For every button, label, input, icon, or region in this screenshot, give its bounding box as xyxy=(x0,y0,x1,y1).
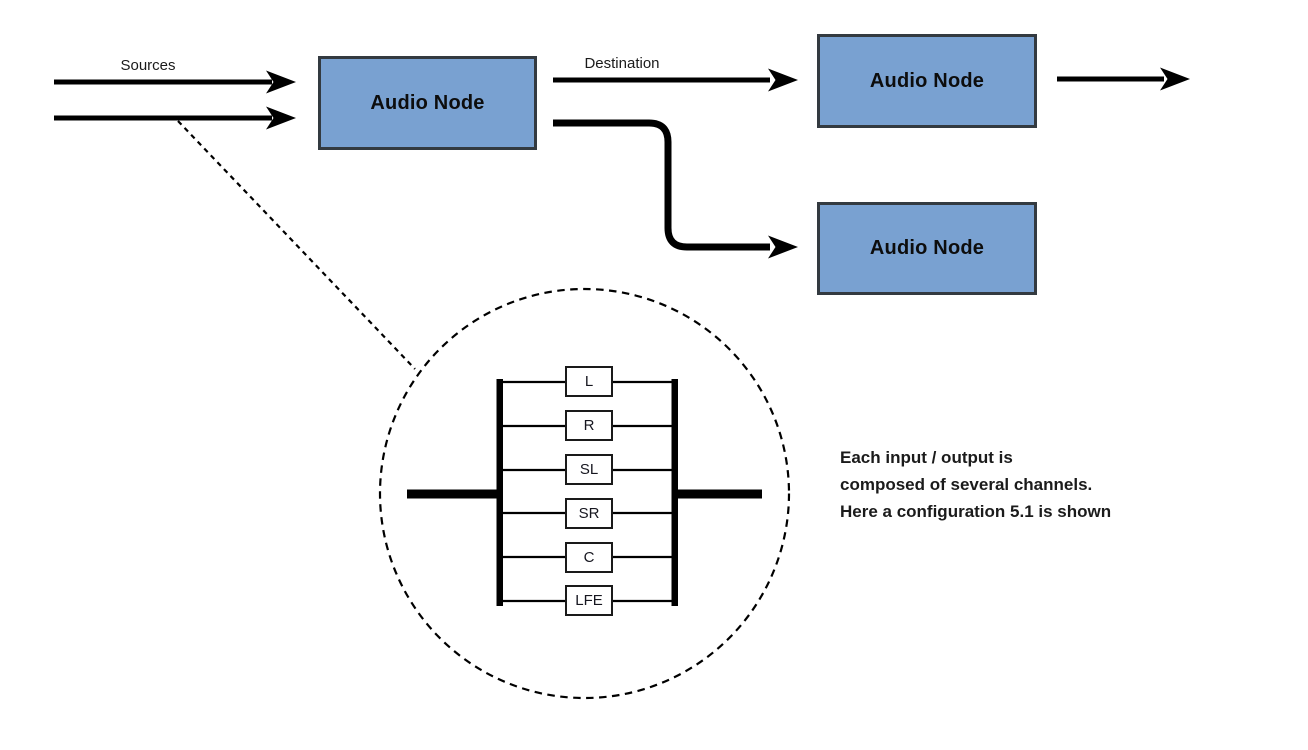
channel-box-l: L xyxy=(565,366,613,397)
channel-label-l: L xyxy=(584,373,594,390)
source-arrow-2 xyxy=(54,106,296,130)
channel-label-r: R xyxy=(583,417,595,434)
output-arrow xyxy=(1057,67,1190,91)
zoom-callout-circle xyxy=(378,287,791,700)
channel-label-sr: SR xyxy=(578,505,600,522)
audio-node-destination: Audio Node xyxy=(817,34,1037,128)
audio-node-source: Audio Node xyxy=(318,56,537,150)
input-bus-line xyxy=(407,489,498,499)
channel-box-c: C xyxy=(565,542,613,573)
audio-node-branch: Audio Node xyxy=(817,202,1037,295)
output-bus-bar xyxy=(671,379,678,606)
channel-box-lfe: LFE xyxy=(565,585,613,616)
sources-label: Sources xyxy=(120,57,176,74)
channel-label-c: C xyxy=(583,549,595,566)
output-bus-line xyxy=(676,489,762,499)
channel-box-sl: SL xyxy=(565,454,613,485)
branch-arrow xyxy=(553,119,798,259)
input-bus-bar xyxy=(496,379,503,606)
audio-node-destination-label: Audio Node xyxy=(869,69,985,92)
destination-arrow xyxy=(553,68,798,92)
source-arrow-1 xyxy=(54,70,296,94)
channel-label-lfe: LFE xyxy=(575,592,603,609)
zoom-callout-line xyxy=(177,120,416,370)
channel-label-sl: SL xyxy=(579,461,599,478)
channel-box-sr: SR xyxy=(565,498,613,529)
destination-label: Destination xyxy=(584,55,660,72)
audio-node-branch-label: Audio Node xyxy=(869,237,985,259)
channel-box-r: R xyxy=(565,410,613,441)
audio-node-source-label: Audio Node xyxy=(370,91,485,114)
annotation-text: Each input / output is composed of sever… xyxy=(840,448,1112,521)
